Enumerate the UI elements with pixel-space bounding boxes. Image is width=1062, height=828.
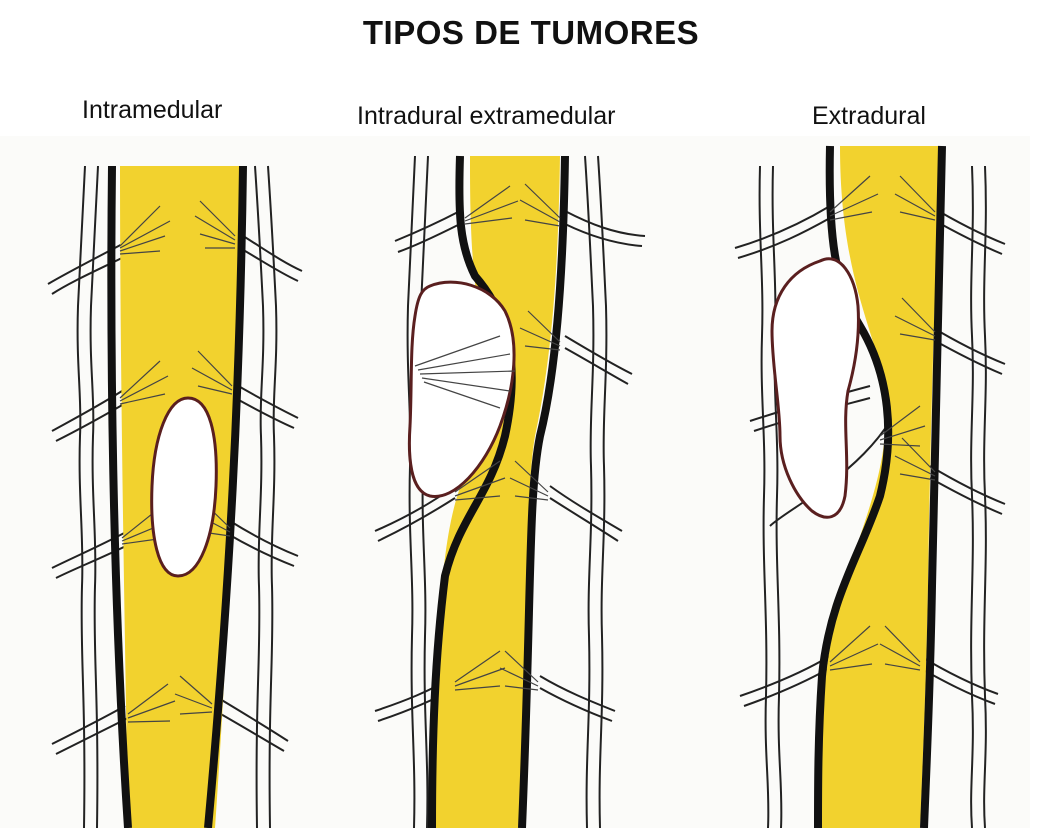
tumor-intradural-extramedullary xyxy=(407,280,516,498)
dura-lines xyxy=(428,155,569,828)
nerve-fibers xyxy=(454,183,561,691)
spinal-cord xyxy=(815,146,940,828)
panel-intramedular xyxy=(47,165,303,828)
panel-extradural xyxy=(734,145,1006,828)
nerve-fibers xyxy=(829,175,936,671)
page-title: TIPOS DE TUMORES xyxy=(362,14,700,51)
dura-lines xyxy=(107,165,247,828)
spinal-cord xyxy=(435,156,560,828)
tumor-intramedullary xyxy=(150,396,218,578)
panel-intradural-extramedular xyxy=(374,155,646,828)
vertebral-walls xyxy=(76,165,278,828)
panel-label-intradural-extramedular: Intradural extramedular xyxy=(357,102,616,130)
panel-label-intramedular: Intramedular xyxy=(82,96,223,124)
panel-label-extradural: Extradural xyxy=(812,102,926,130)
tumor-nerve-fibers xyxy=(414,335,516,409)
tumor-extradural xyxy=(770,257,860,519)
